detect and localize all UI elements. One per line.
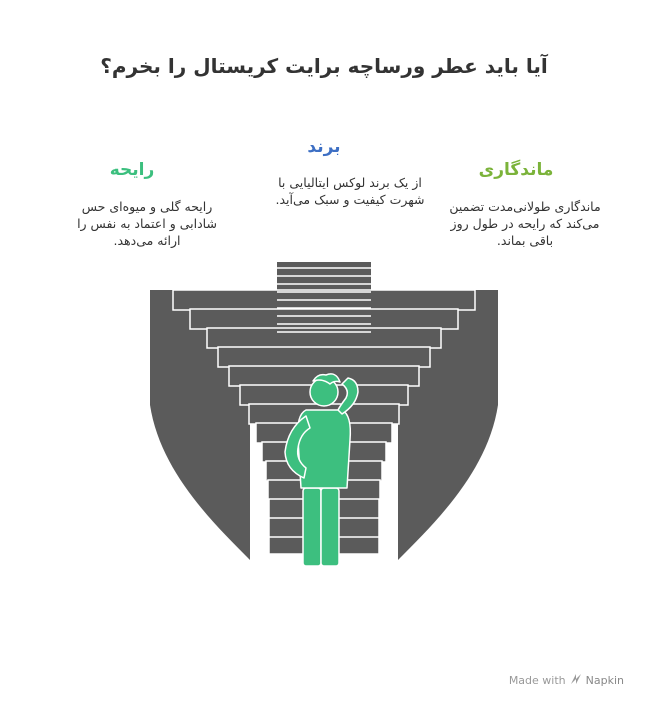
- stair-step: [217, 346, 431, 368]
- brand-description: از یک برند لوکس ایتالیایی با شهرت کیفیت …: [275, 175, 425, 207]
- longevity-description: ماندگاری طولانی‌مدت تضمین می‌کند که رایح…: [449, 199, 601, 248]
- stair-step: [206, 327, 442, 349]
- stair-step: [189, 308, 459, 330]
- scent-heading: رایحه: [109, 160, 155, 180]
- page-title: آیا باید عطر ورساچه برایت کریستال را بخر…: [100, 54, 548, 78]
- made-with-label: Made with: [508, 674, 566, 687]
- napkin-logo-icon: [570, 673, 582, 688]
- napkin-brand-label: Napkin: [585, 674, 624, 687]
- scent-description: رایحه گلی و میوه‌ای حس شادابی و اعتماد ب…: [77, 199, 217, 248]
- thinking-person-icon: [284, 373, 359, 567]
- footer: Made with Napkin: [509, 673, 624, 688]
- brand-heading: برند: [307, 137, 341, 157]
- longevity-heading: ماندگاری: [478, 160, 554, 180]
- pillar-lines: [277, 267, 371, 333]
